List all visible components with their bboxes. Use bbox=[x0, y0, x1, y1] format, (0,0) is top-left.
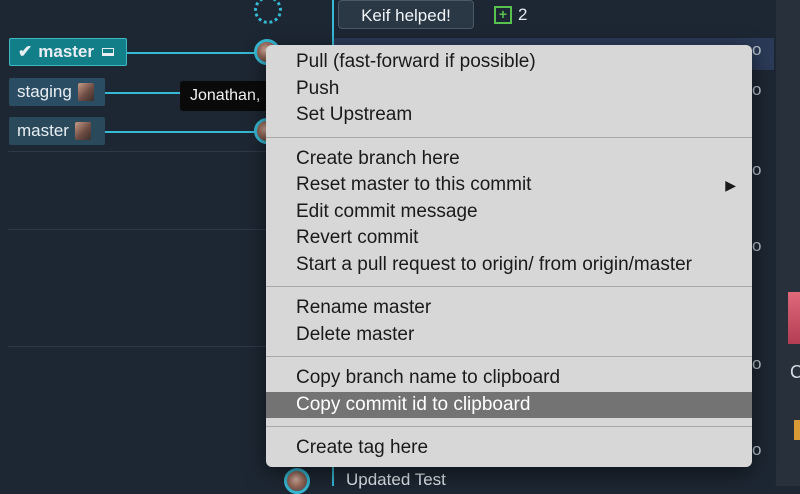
menu-item-reset-label: Reset master to this commit bbox=[296, 174, 532, 195]
right-cut-text: C bbox=[790, 362, 800, 382]
menu-item-pull-request[interactable]: Start a pull request to origin/ from ori… bbox=[296, 253, 693, 275]
check-icon: ✔ bbox=[18, 42, 33, 61]
menu-item-set-upstream[interactable]: Set Upstream bbox=[296, 104, 413, 125]
laptop-icon bbox=[102, 48, 115, 56]
branch-tag-staging[interactable]: staging bbox=[9, 78, 105, 106]
row-divider bbox=[8, 151, 274, 152]
right-thumbnail-2 bbox=[794, 420, 800, 440]
menu-separator bbox=[266, 426, 752, 427]
menu-item-revert[interactable]: Revert commit bbox=[296, 227, 419, 248]
commit-message-badge[interactable]: Keif helped! bbox=[338, 0, 474, 29]
graph-line bbox=[127, 52, 267, 54]
partial-text: o bbox=[752, 160, 762, 179]
graph-line bbox=[104, 131, 264, 133]
row-divider bbox=[8, 346, 274, 347]
branch-label: master bbox=[38, 42, 95, 61]
partial-text: o bbox=[752, 440, 762, 459]
menu-item-edit-message[interactable]: Edit commit message bbox=[296, 200, 478, 222]
menu-item-push[interactable]: Push bbox=[296, 77, 340, 99]
menu-item-rename[interactable]: Rename master bbox=[296, 297, 432, 318]
uncommitted-node[interactable] bbox=[254, 0, 282, 24]
menu-item-copy-commit-id[interactable]: Copy commit id to clipboard bbox=[266, 391, 752, 418]
added-count: 2 bbox=[518, 5, 528, 24]
row-divider bbox=[8, 229, 274, 230]
menu-separator bbox=[266, 356, 752, 357]
menu-separator bbox=[266, 136, 752, 138]
branch-label: master bbox=[17, 121, 69, 140]
menu-item-create-branch[interactable]: Create branch here bbox=[296, 147, 460, 169]
partial-text: o bbox=[752, 236, 762, 255]
partial-text: o bbox=[752, 80, 762, 99]
menu-item-reset[interactable]: Reset master to this commit ▶ bbox=[266, 172, 752, 199]
branch-tag-master-active[interactable]: ✔ master bbox=[9, 38, 127, 66]
right-thumbnail bbox=[788, 292, 800, 344]
plus-square-icon: + bbox=[494, 6, 512, 24]
right-panel bbox=[776, 0, 800, 486]
submenu-arrow-icon: ▶ bbox=[725, 177, 736, 193]
menu-separator bbox=[266, 286, 752, 287]
partial-text: o bbox=[752, 40, 762, 59]
author-avatar-icon bbox=[74, 122, 91, 140]
menu-item-delete[interactable]: Delete master bbox=[296, 323, 415, 345]
menu-item-pull[interactable]: Pull (fast-forward if possible) bbox=[296, 51, 536, 72]
author-avatar-icon bbox=[77, 83, 94, 101]
menu-item-create-tag[interactable]: Create tag here bbox=[296, 437, 429, 458]
menu-item-copy-branch-name[interactable]: Copy branch name to clipboard bbox=[296, 367, 561, 388]
branch-label: staging bbox=[17, 82, 72, 101]
commit-avatar[interactable] bbox=[284, 468, 310, 494]
context-menu: Pull (fast-forward if possible) Push Set… bbox=[266, 45, 752, 467]
branch-tag-master-remote[interactable]: master bbox=[9, 117, 105, 145]
partial-text: o bbox=[752, 354, 762, 373]
graph-line bbox=[104, 92, 184, 94]
commit-message[interactable]: Updated Test bbox=[346, 470, 446, 489]
